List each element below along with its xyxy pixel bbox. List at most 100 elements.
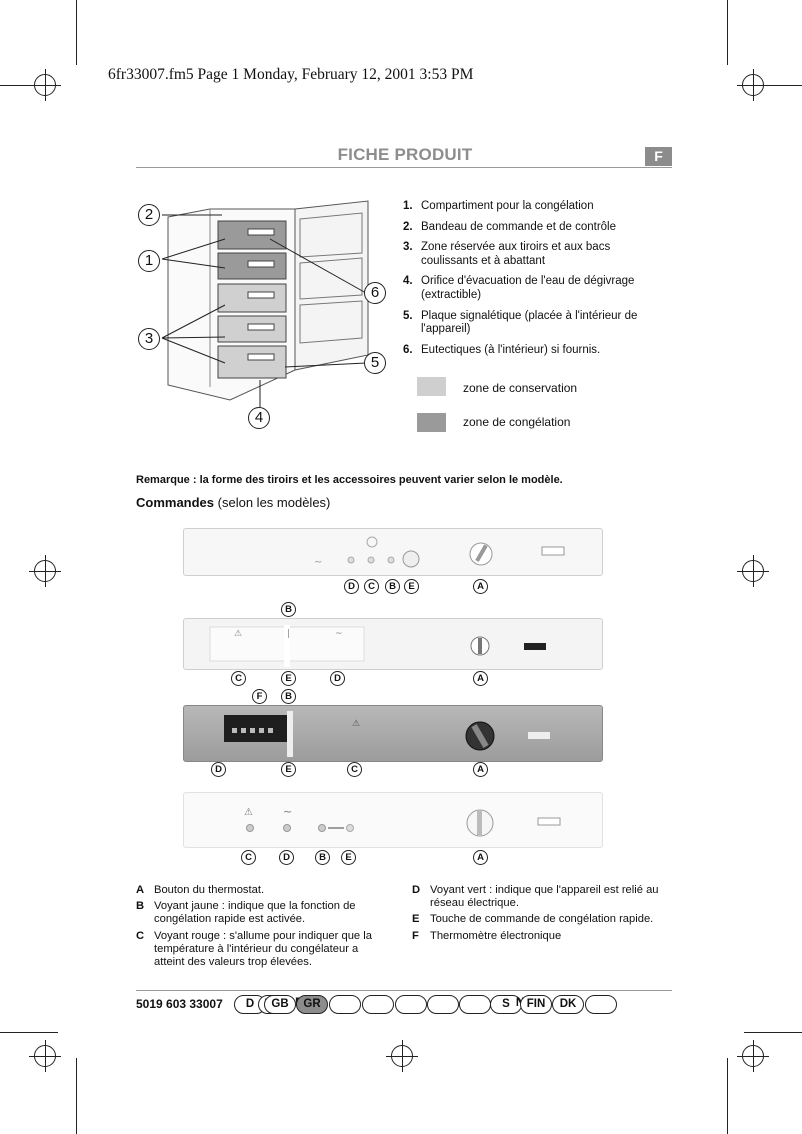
footer-rule xyxy=(136,990,672,991)
diagram-callout-2: 2 xyxy=(138,204,160,226)
svg-text:|: | xyxy=(287,629,290,639)
item-text: Bandeau de commande et de contrôle xyxy=(421,220,616,233)
control-panel-3: ⚠ xyxy=(183,705,603,762)
definition-text: Bouton du thermostat. xyxy=(154,884,265,896)
definition-text: Touche de commande de congélation rapide… xyxy=(430,913,654,926)
svg-text:~: ~ xyxy=(283,805,292,818)
callout-A: A xyxy=(473,762,488,777)
item-text: Zone réservée aux tiroirs et aux bacs co… xyxy=(421,241,611,267)
callout-B: B xyxy=(281,602,296,617)
list-item: 5.Plaque signalétique (placée à l'intéri… xyxy=(403,310,653,337)
callout-A: A xyxy=(473,671,488,686)
panel-4-artwork: ⚠ ~ xyxy=(244,805,561,837)
definition-key: E xyxy=(412,913,420,926)
parts-list: 1. Compartiment pour la congélation 2.Ban… xyxy=(403,200,653,364)
svg-text:⚠: ⚠ xyxy=(234,629,242,639)
panel-1-artwork: ~ xyxy=(314,536,565,568)
callout-A: A xyxy=(473,579,488,594)
legend-congelation-label: zone de congélation xyxy=(463,415,571,429)
crop-mark xyxy=(76,1058,77,1134)
svg-text:~: ~ xyxy=(335,629,343,639)
definition-item: D Voyant vert : indique que l'appareil es… xyxy=(412,884,674,910)
lang-S: S xyxy=(502,998,510,1010)
item-number: 5. xyxy=(403,309,413,322)
item-number: 6. xyxy=(403,343,413,356)
diagram-callout-1: 1 xyxy=(138,250,160,272)
callout-A: A xyxy=(473,850,488,865)
callout-E: E xyxy=(281,671,296,686)
callout-D: D xyxy=(211,762,226,777)
definition-key: C xyxy=(136,929,145,942)
lang-pill xyxy=(329,995,361,1014)
lang-DK: DK xyxy=(559,998,577,1010)
control-panel-2: ⚠ | ~ xyxy=(183,618,603,670)
definition-text: Voyant vert : indique que l'appareil est… xyxy=(430,884,659,910)
svg-text:⚠: ⚠ xyxy=(352,719,360,729)
list-item: 2.Bandeau de commande et de contrôle xyxy=(403,221,653,235)
callout-E: E xyxy=(404,579,419,594)
callout-D: D xyxy=(279,850,294,865)
lang-pill xyxy=(427,995,459,1014)
callout-C: C xyxy=(364,579,379,594)
freezer-diagram xyxy=(161,200,369,417)
callout-B: B xyxy=(281,689,296,704)
item-number: 3. xyxy=(403,241,413,254)
registration-mark xyxy=(386,1040,418,1072)
lang-pill: GB xyxy=(264,995,296,1014)
remark-text: Remarque : la forme des tiroirs et les a… xyxy=(136,474,563,486)
panel-2-artwork: ⚠ | ~ xyxy=(209,625,546,667)
lang-GR: GR xyxy=(303,998,321,1010)
definition-text: Thermomètre électronique xyxy=(430,929,562,942)
registration-mark xyxy=(29,69,61,101)
print-stamp: 6fr33007.fm5 Page 1 Monday, February 12,… xyxy=(108,66,474,83)
item-text: Eutectiques (à l'intérieur) si fournis. xyxy=(421,343,601,356)
lang-D: D xyxy=(245,998,255,1010)
lang-FIN: FIN xyxy=(526,998,546,1010)
lang-pill xyxy=(459,995,491,1014)
diagram-callout-6: 6 xyxy=(364,282,386,304)
item-number: 1. xyxy=(403,200,413,212)
list-item: 1. Compartiment pour la congélation xyxy=(403,200,653,214)
diagram-callout-3: 3 xyxy=(138,328,160,350)
commands-heading: Commandes (selon les modèles) xyxy=(136,495,330,510)
crop-mark xyxy=(744,1032,802,1033)
definitions-right: D Voyant vert : indique que l'appareil es… xyxy=(412,884,674,946)
commands-title: Commandes xyxy=(136,495,215,510)
language-badge: F xyxy=(645,147,672,166)
swatch-conservation xyxy=(417,377,446,396)
definition-item: A Bouton du thermostat. xyxy=(136,884,391,897)
registration-mark xyxy=(737,1040,769,1072)
panel-3-artwork: ⚠ xyxy=(224,711,550,757)
lang-pill: FIN xyxy=(520,995,552,1014)
registration-mark xyxy=(29,1040,61,1072)
list-item: 6. Eutectiques (à l'intérieur) si fournis… xyxy=(403,344,653,358)
callout-C: C xyxy=(241,850,256,865)
product-code: 5019 603 33007 xyxy=(136,997,223,1011)
registration-mark xyxy=(737,69,769,101)
definition-key: D xyxy=(412,884,421,896)
definition-key: A xyxy=(136,884,145,896)
control-panel-1: ~ xyxy=(183,528,603,576)
callout-E: E xyxy=(281,762,296,777)
item-text: Compartiment pour la congélation xyxy=(421,200,594,212)
commands-subtitle: (selon les modèles) xyxy=(217,495,331,510)
callout-D: D xyxy=(330,671,345,686)
callout-F: F xyxy=(252,689,267,704)
definition-key: B xyxy=(136,900,145,913)
lang-GB: GB xyxy=(271,998,289,1010)
crop-mark xyxy=(727,1058,728,1134)
item-number: 4. xyxy=(403,275,413,288)
crop-mark xyxy=(744,85,802,86)
page-title: FICHE PRODUIT xyxy=(337,145,473,164)
callout-D: D xyxy=(344,579,359,594)
callout-B: B xyxy=(315,850,330,865)
crop-mark xyxy=(76,0,77,65)
lang-pill xyxy=(585,995,617,1014)
diagram-callout-5: 5 xyxy=(364,352,386,374)
list-item: 4.Orifice d'évacuation de l'eau de dégiv… xyxy=(403,275,653,302)
definition-text: Voyant jaune : indique que la fonction d… xyxy=(154,900,356,926)
definition-item: B Voyant jaune : indique que la fonction … xyxy=(136,900,391,926)
diagram-callout-4: 4 xyxy=(248,407,270,429)
